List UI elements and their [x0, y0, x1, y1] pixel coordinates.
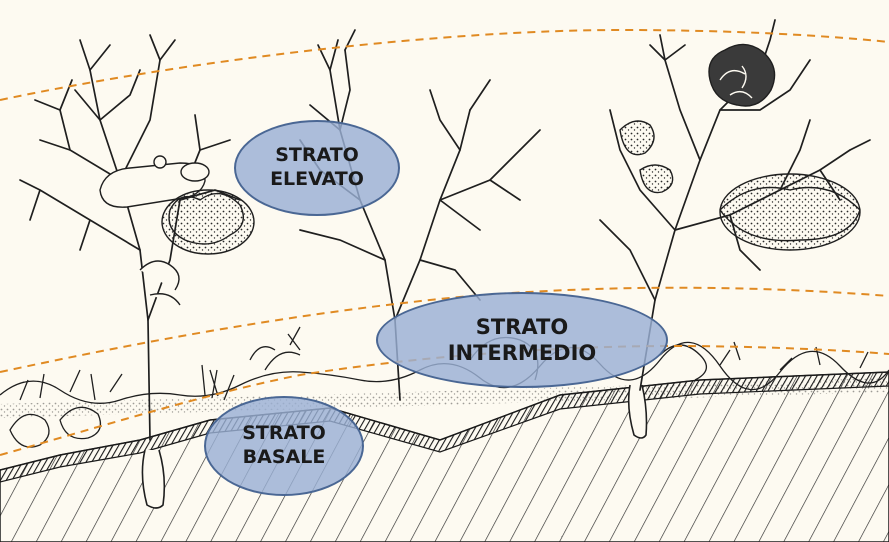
- left-epiphyte: [100, 156, 254, 305]
- stratum-label-elevato: STRATO ELEVATO: [234, 120, 400, 216]
- stratum-elevato-line2: ELEVATO: [270, 168, 364, 192]
- stratum-label-basale: STRATO BASALE: [204, 396, 364, 496]
- stratum-basale-line2: BASALE: [243, 446, 326, 470]
- stratum-intermedio-line1: STRATO: [476, 314, 568, 340]
- stratum-label-intermedio: STRATO INTERMEDIO: [376, 292, 668, 388]
- right-epiphytes: [620, 44, 860, 250]
- stratum-elevato-line1: STRATO: [275, 144, 359, 168]
- stratum-basale-line1: STRATO: [242, 422, 326, 446]
- stratum-intermedio-line2: INTERMEDIO: [448, 340, 597, 366]
